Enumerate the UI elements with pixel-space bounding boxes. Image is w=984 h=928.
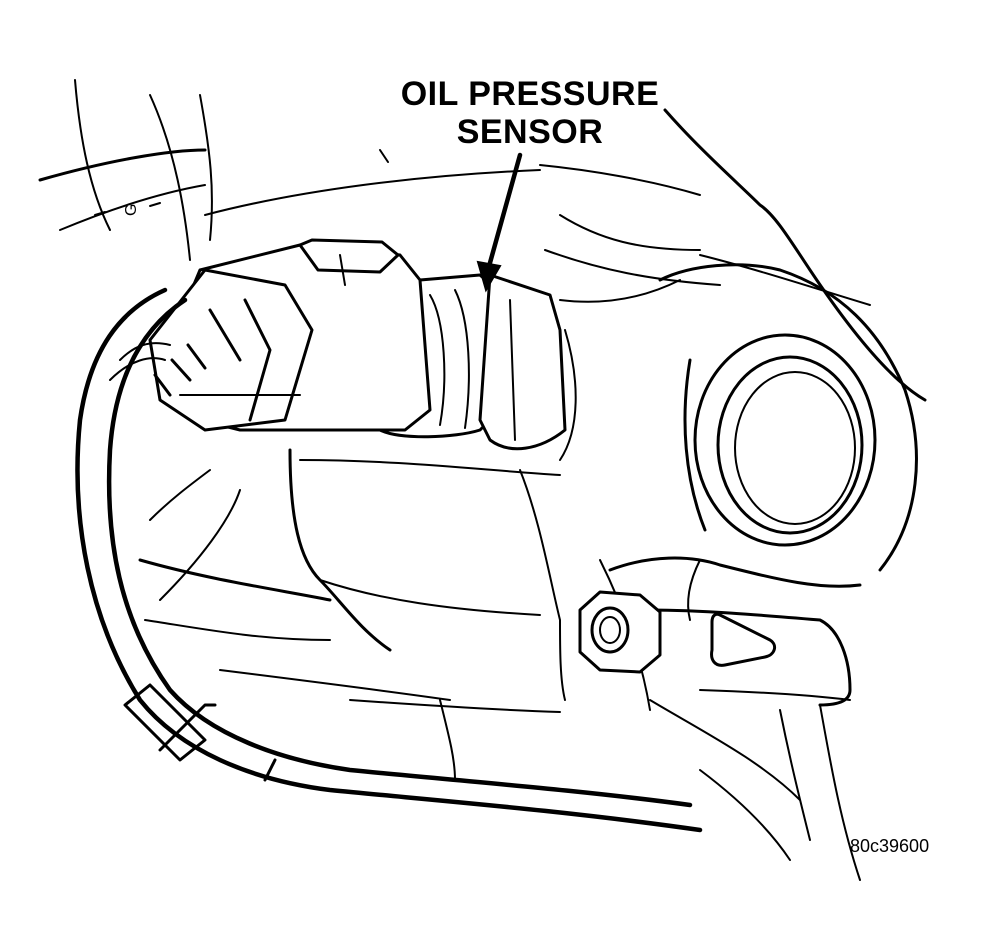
engine-port-plug (683, 333, 877, 547)
engraved-mark (94, 202, 161, 216)
callout-label-line2: SENSOR (456, 113, 604, 151)
callout-label-line1: OIL PRESSURE (400, 75, 660, 113)
engine-block-outline (38, 79, 927, 881)
engraved-mark-text: G (123, 204, 140, 216)
callout-leader-arrow (476, 152, 523, 293)
triangular-recess (710, 612, 777, 667)
figure-id: 80c39600 (850, 836, 930, 856)
wiring-connector (148, 238, 432, 432)
bolt-head (578, 590, 662, 674)
wire-harness (75, 287, 703, 833)
